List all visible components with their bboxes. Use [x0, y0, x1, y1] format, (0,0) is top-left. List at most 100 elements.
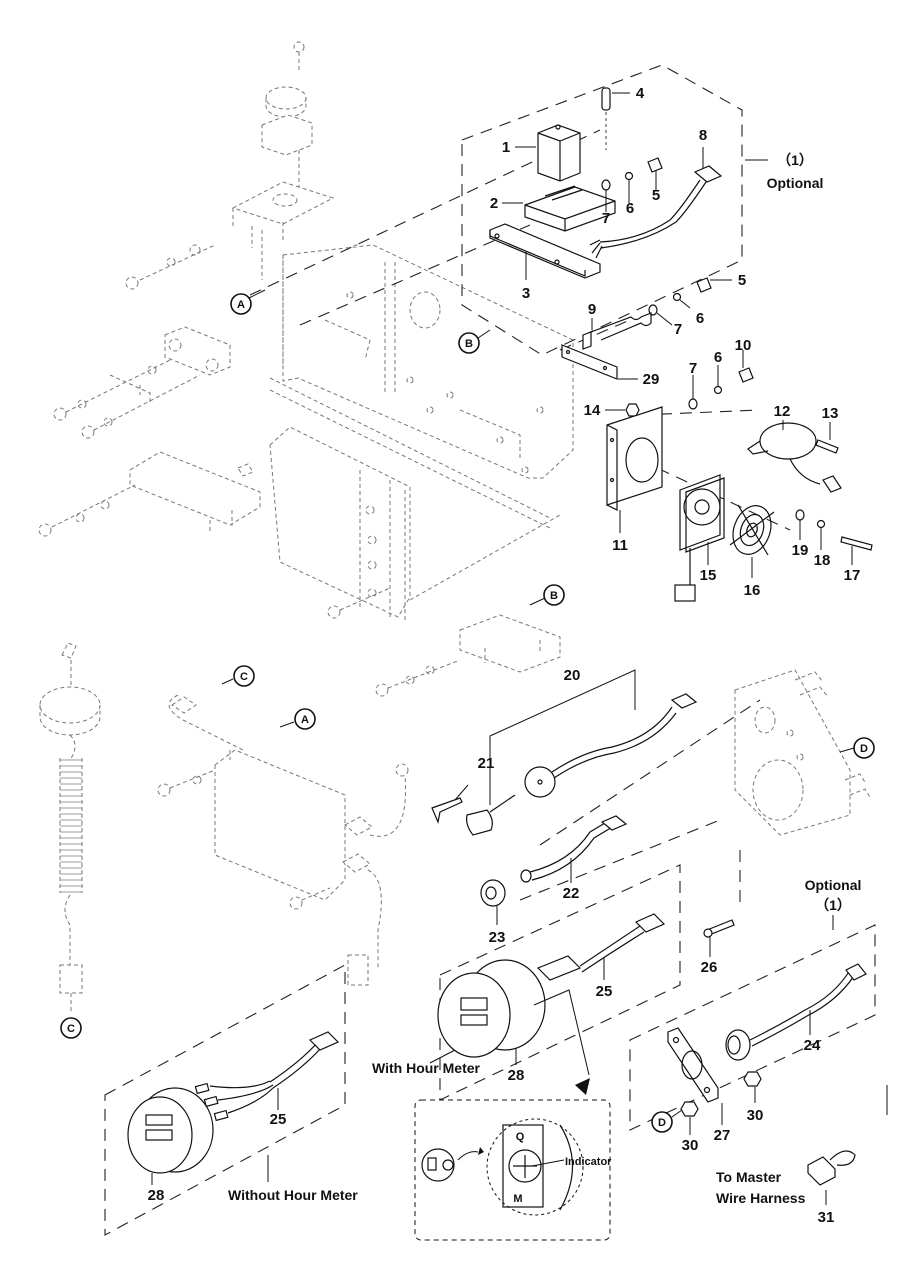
svg-text:27: 27 — [714, 1127, 731, 1144]
svg-text:1: 1 — [502, 139, 510, 156]
part-19-washer: 19 — [792, 509, 809, 559]
svg-text:C: C — [240, 671, 248, 683]
part-9-heatsink-bracket: 9 — [582, 301, 652, 350]
svg-text:14: 14 — [584, 402, 601, 419]
without-hour-meter-boundary — [104, 964, 346, 1236]
svg-text:C: C — [67, 1023, 75, 1035]
ref-marker-d-lower: D — [651, 1109, 683, 1133]
svg-text:B: B — [550, 590, 558, 602]
panel-plate-d — [734, 669, 872, 836]
part-30-nut-right: 30 — [743, 1071, 763, 1124]
part-21-keys: 21 — [431, 736, 516, 836]
svg-text:17: 17 — [844, 567, 861, 584]
ref-marker-a-lower: A — [279, 708, 316, 730]
part-20-keyswitch: 20 — [489, 667, 698, 798]
relay-bracket — [53, 326, 231, 439]
ref-marker-b-upper: B — [458, 329, 491, 354]
part-5-screw-upper: 5 — [647, 157, 663, 204]
optional-kit-boundary-top — [461, 64, 743, 356]
svg-text:Indicator: Indicator — [565, 1156, 612, 1168]
part-12-thermostat: 12 — [747, 403, 842, 493]
mounting-plate — [269, 244, 574, 529]
part-4-screw: 4 — [601, 85, 645, 150]
part-6-lockwasher-upper: 6 — [624, 171, 634, 217]
lower-bracket — [38, 451, 261, 537]
ref-marker-a-upper: A — [230, 289, 266, 315]
power-cord: C — [39, 642, 101, 1039]
svg-text:（1）: （1） — [815, 897, 851, 913]
svg-text:7: 7 — [602, 210, 610, 227]
svg-text:7: 7 — [689, 360, 697, 377]
part-7-washer-mid: 7 — [648, 304, 682, 338]
part-2-relay: 2 — [490, 185, 616, 232]
background-assembly: C — [38, 41, 872, 1039]
part-5-screw-lower: 5 — [696, 272, 746, 293]
svg-text:To Master: To Master — [716, 1169, 782, 1185]
svg-text:18: 18 — [814, 552, 831, 569]
svg-text:With Hour Meter: With Hour Meter — [372, 1060, 481, 1076]
part-6-lockwasher-fan: 6 — [714, 349, 722, 395]
part-29-plate: 29 — [561, 344, 660, 388]
part-24-connector-harness: 24 — [725, 963, 867, 1061]
ref-marker-c-upper: C — [221, 665, 255, 687]
svg-text:D: D — [860, 743, 868, 755]
controller-box — [269, 426, 561, 620]
part-16-fan-guard: 16 — [729, 504, 775, 599]
svg-text:A: A — [237, 299, 245, 311]
svg-text:31: 31 — [818, 1209, 835, 1226]
svg-text:29: 29 — [643, 371, 660, 388]
svg-text:30: 30 — [682, 1137, 699, 1154]
svg-text:10: 10 — [735, 337, 752, 354]
with-hour-meter-label: With Hour Meter — [372, 1049, 481, 1076]
part-3-bracket: 3 — [489, 223, 601, 302]
svg-text:D: D — [658, 1117, 666, 1129]
svg-text:11: 11 — [612, 537, 628, 554]
top-knob-assembly — [231, 41, 335, 280]
svg-text:28: 28 — [148, 1187, 165, 1204]
svg-text:6: 6 — [714, 349, 722, 366]
svg-text:Optional: Optional — [805, 877, 862, 893]
part-7-washer-fan: 7 — [688, 360, 698, 410]
svg-text:8: 8 — [699, 127, 707, 144]
without-hour-meter-label: Without Hour Meter — [228, 1155, 358, 1203]
part-28-hour-meter-with: 28 — [437, 959, 590, 1095]
optional-kit-boundary-bottom — [629, 924, 876, 1131]
svg-text:7: 7 — [674, 321, 682, 338]
part-11-fan-bracket: 11 — [606, 406, 663, 554]
svg-text:Optional: Optional — [767, 175, 824, 191]
part-14-nut: 14 — [584, 402, 640, 419]
part-23-grommet: 23 — [480, 879, 506, 946]
svg-text:A: A — [301, 714, 309, 726]
svg-text:12: 12 — [774, 403, 791, 420]
part-10-screw: 10 — [735, 337, 754, 383]
svg-text:Q: Q — [516, 1131, 525, 1143]
ref-marker-c-lower — [60, 1017, 82, 1039]
charger-box — [157, 694, 409, 986]
svg-text:5: 5 — [652, 187, 660, 204]
svg-text:22: 22 — [563, 885, 580, 902]
svg-text:19: 19 — [792, 542, 809, 559]
svg-text:3: 3 — [522, 285, 530, 302]
svg-text:Wire Harness: Wire Harness — [716, 1190, 806, 1206]
svg-text:Without Hour Meter: Without Hour Meter — [228, 1187, 358, 1203]
part-13-screw: 13 — [815, 405, 839, 454]
optional-label-bottom: Optional （1） — [805, 877, 862, 930]
svg-text:M: M — [513, 1193, 522, 1205]
to-master-label: To Master Wire Harness — [716, 1169, 806, 1206]
svg-text:B: B — [465, 338, 473, 350]
svg-text:20: 20 — [564, 667, 581, 684]
svg-text:9: 9 — [588, 301, 596, 318]
part-7-washer-upper: 7 — [601, 179, 611, 227]
svg-text:25: 25 — [270, 1111, 287, 1128]
svg-text:4: 4 — [636, 85, 645, 102]
part-30-nut-left: 30 — [680, 1101, 699, 1154]
ref-marker-b-lower: B — [529, 584, 565, 606]
svg-text:21: 21 — [478, 755, 495, 772]
svg-text:6: 6 — [626, 200, 634, 217]
part-18-lockwasher: 18 — [814, 519, 831, 569]
svg-text:26: 26 — [701, 959, 718, 976]
part-31-jumper-connector: 31 — [807, 1150, 856, 1226]
detail-view: Q M Indicator — [414, 1099, 612, 1241]
part-25-harness-without: 25 — [194, 1031, 340, 1128]
